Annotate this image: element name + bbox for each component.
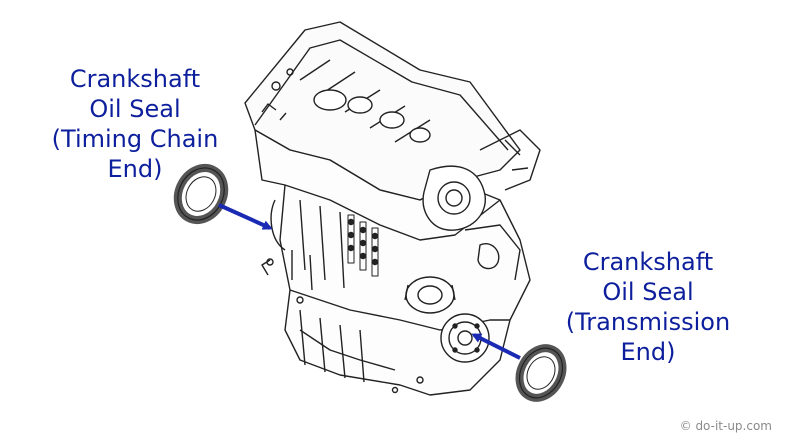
label-line: Oil Seal [602,278,694,306]
transmission-seal-icon [515,344,567,402]
site-credit: © do-it-up.com [679,419,772,433]
label-line: (Timing Chain [51,125,219,153]
engine-icon [244,21,541,396]
timing-chain-end-label: Crankshaft Oil Seal (Timing Chain End) [30,64,240,184]
label-line: End) [620,338,676,366]
transmission-arrow-icon [471,333,521,360]
label-line: Oil Seal [89,95,181,123]
transmission-end-label: Crankshaft Oil Seal (Transmission End) [548,247,748,367]
label-line: Crankshaft [582,248,714,276]
label-line: End) [107,155,163,183]
timing-chain-arrow-icon [218,203,273,230]
label-line: Crankshaft [69,65,201,93]
label-line: (Transmission [565,308,731,336]
